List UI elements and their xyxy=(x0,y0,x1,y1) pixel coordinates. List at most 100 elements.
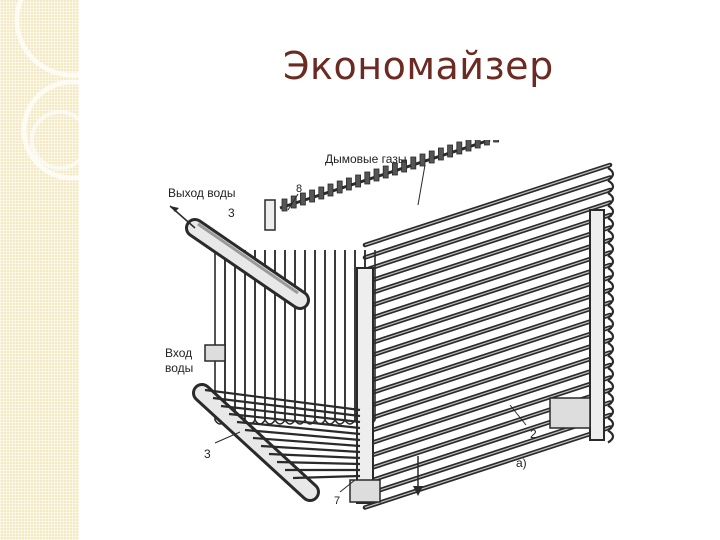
support-tooth xyxy=(355,174,362,188)
left-frame-post xyxy=(264,199,276,231)
bottom-coil xyxy=(268,452,361,460)
support-tooth xyxy=(309,189,316,203)
support-tooth xyxy=(447,144,454,158)
return-bend xyxy=(607,317,615,331)
serpentine-coil xyxy=(334,250,346,425)
return-bend xyxy=(607,229,615,244)
return-bend xyxy=(607,267,615,281)
support-tooth xyxy=(410,156,417,170)
bottom-coil xyxy=(220,404,361,424)
serpentine-coil xyxy=(234,250,246,425)
coil-tube-highlight xyxy=(364,251,611,334)
bottom-coil xyxy=(252,436,361,448)
return-bend xyxy=(607,304,615,319)
support-tooth xyxy=(364,171,371,185)
serpentine-coil xyxy=(284,250,296,425)
support-tooth xyxy=(336,180,343,194)
return-bend xyxy=(607,329,615,344)
coil-tube-highlight xyxy=(364,226,611,309)
coil-tube-highlight xyxy=(364,351,611,434)
coil-tube-highlight xyxy=(364,164,611,246)
return-bend xyxy=(607,242,615,256)
support-tooth xyxy=(493,129,500,143)
economizer-drawing xyxy=(169,129,615,510)
return-bend xyxy=(607,379,615,394)
support-tooth xyxy=(290,195,297,209)
return-bend xyxy=(607,367,615,381)
support-tooth xyxy=(474,135,481,149)
return-bend xyxy=(607,342,615,356)
label-subfigure-a: а) xyxy=(516,456,527,470)
label-part-8: 8 xyxy=(296,183,303,195)
serpentine-coil xyxy=(324,250,336,425)
label-water-in-line1: Вход xyxy=(165,346,193,360)
inlet-connector xyxy=(204,344,226,362)
return-bend xyxy=(607,404,615,419)
support-tooth xyxy=(373,168,380,182)
gas-down-arrowhead xyxy=(413,486,423,496)
return-bend xyxy=(607,204,615,219)
rear-frame-post xyxy=(589,209,605,441)
bottom-coil xyxy=(260,444,361,454)
outlet-header-shade xyxy=(197,222,299,295)
coil-tube-highlight xyxy=(364,339,611,421)
label-part-7: 7 xyxy=(334,495,341,507)
coil-tube-highlight xyxy=(364,239,611,321)
label-water-out: Выход воды xyxy=(168,186,236,200)
bottom-coil xyxy=(236,420,361,436)
front-foot xyxy=(349,479,381,503)
support-tooth xyxy=(437,147,444,161)
support-tooth xyxy=(465,138,472,152)
serpentine-coil xyxy=(344,250,356,425)
serpentine-coil xyxy=(314,250,326,425)
return-bend xyxy=(607,279,615,294)
serpentine-coil xyxy=(294,250,306,425)
decorative-side-strip xyxy=(0,0,79,540)
support-tooth xyxy=(382,165,389,179)
return-bend xyxy=(607,217,615,231)
outlet-header-fill xyxy=(188,221,307,307)
support-tooth xyxy=(419,153,426,167)
return-bend xyxy=(607,392,615,406)
slide-title: Экономайзер xyxy=(283,44,554,88)
return-bend xyxy=(607,354,615,369)
label-flue-gases: Дымовые газы xyxy=(325,152,407,166)
coil-tube-highlight xyxy=(364,289,611,371)
return-bend xyxy=(607,429,615,444)
return-bend xyxy=(607,417,615,431)
coil-tube-highlight xyxy=(364,301,611,384)
rear-foot xyxy=(549,397,591,429)
coil-tube-highlight xyxy=(364,326,611,409)
label-part-2: 2 xyxy=(530,427,537,441)
support-tooth xyxy=(483,132,490,146)
coil-tube-highlight xyxy=(364,201,611,284)
bottom-coil xyxy=(292,474,361,480)
coil-tube-highlight xyxy=(364,189,611,271)
inlet-header-fill xyxy=(195,386,317,499)
leader-flue-gases xyxy=(417,164,426,206)
leader-part-3-bottom xyxy=(214,431,241,444)
return-bend xyxy=(607,292,615,306)
leader-part-2 xyxy=(509,404,527,426)
coil-tube-highlight xyxy=(364,364,611,446)
economizer-figure xyxy=(150,129,630,510)
support-tooth xyxy=(281,198,288,212)
leader-part-7 xyxy=(339,479,356,493)
support-tooth xyxy=(391,162,398,176)
support-tooth xyxy=(318,186,325,200)
coil-tube-highlight xyxy=(364,426,611,509)
front-frame-post xyxy=(356,267,374,504)
coil-tube-highlight xyxy=(364,214,611,296)
support-tooth xyxy=(327,183,334,197)
bottom-coil xyxy=(212,396,361,418)
coil-tube-highlight xyxy=(364,264,611,346)
leader-part-8 xyxy=(287,193,299,211)
decorative-rings xyxy=(14,0,79,181)
coil-tube-highlight xyxy=(364,314,611,396)
return-bend xyxy=(607,179,615,194)
water-out-arrowhead xyxy=(170,206,179,212)
coil-tube-highlight xyxy=(364,176,611,259)
support-tooth xyxy=(456,141,463,155)
serpentine-coil xyxy=(304,250,316,425)
bottom-coil xyxy=(244,428,361,442)
